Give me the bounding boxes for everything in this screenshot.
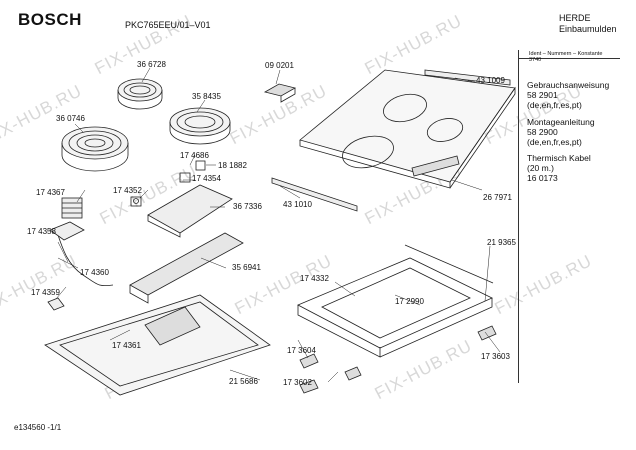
glass-ceramic-top (299, 69, 516, 189)
doc-entry: Montageanleitung 58 2900 (de,en,fr,es,pt… (527, 117, 595, 147)
part-label: 17 4686 (180, 151, 209, 160)
part-label: 35 8435 (192, 92, 221, 101)
doc-entry: Thermisch Kabel (20 m.) 16 0173 (527, 153, 591, 183)
category: HERDE Einbaumulden (559, 13, 617, 35)
part-label: 09 0201 (265, 61, 294, 70)
part-label: 26 7971 (483, 193, 512, 202)
bracket (299, 353, 319, 369)
mounting-frame (297, 244, 494, 358)
base-tray (44, 294, 271, 396)
clip-part (47, 297, 65, 311)
part-label: 17 4360 (80, 268, 109, 277)
part-label: 43 1009 (476, 76, 505, 85)
bracket (299, 379, 319, 394)
connector-part (263, 83, 297, 97)
part-label: 17 4361 (112, 341, 141, 350)
part-label: 17 4359 (31, 288, 60, 297)
category-line: Einbaumulden (559, 24, 617, 34)
part-label: 17 4352 (113, 186, 142, 195)
part-label: 21 9365 (487, 238, 516, 247)
heating-element-oval (169, 107, 231, 145)
part-label: 17 4332 (300, 274, 329, 283)
doc-number: 58 2900 (527, 127, 558, 137)
part-label: 36 6728 (137, 60, 166, 69)
part-label: 18 1882 (218, 161, 247, 170)
doc-entry: Gebrauchsanweisung 58 2901 (de,en,fr,es,… (527, 80, 609, 110)
part-label: 36 7336 (233, 202, 262, 211)
doc-langs: (de,en,fr,es,pt) (527, 137, 582, 147)
brand-logo: BOSCH (18, 10, 82, 29)
ident-value: 3740 (529, 57, 542, 63)
electronics-housing (129, 232, 244, 304)
part-label: 17 3604 (287, 346, 316, 355)
ident-title: Ident – Nummern – Konstante (529, 51, 603, 57)
trim-strip (271, 177, 358, 212)
part-label: 17 4358 (27, 227, 56, 236)
divider (518, 50, 519, 383)
part-label: 21 5686 (229, 377, 258, 386)
doc-number: (20 m.) (527, 163, 554, 173)
model-number: PKC765EEU/01–V01 (125, 20, 211, 30)
part-label: 17 3602 (283, 378, 312, 387)
bracket (477, 325, 497, 341)
ident-label: Ident – Nummern – Konstante 3740 (529, 51, 602, 63)
part-label: 35 6941 (232, 263, 261, 272)
doc-number: 58 2901 (527, 90, 558, 100)
category-line: HERDE (559, 13, 591, 23)
divider (518, 58, 620, 59)
small-part (195, 160, 206, 171)
doc-title: Gebrauchsanweisung (527, 80, 610, 90)
document-code: e134560 -1/1 (14, 423, 62, 432)
trim-strip (424, 69, 511, 86)
doc-title: Montageanleitung (527, 117, 595, 127)
heating-element-large (61, 126, 129, 172)
small-part (130, 196, 142, 207)
part-label: 17 2990 (395, 297, 424, 306)
doc-title: Thermisch Kabel (527, 153, 591, 163)
part-label: 17 4367 (36, 188, 65, 197)
wiring (57, 234, 114, 287)
bracket (344, 366, 362, 381)
doc-langs: 16 0173 (527, 173, 558, 183)
part-label: 17 4354 (192, 174, 221, 183)
control-board (147, 184, 233, 234)
heating-element-small (117, 78, 163, 110)
part-label: 43 1010 (283, 200, 312, 209)
doc-langs: (de,en,fr,es,pt) (527, 100, 582, 110)
part-label: 36 0746 (56, 114, 85, 123)
small-part (179, 172, 191, 183)
terminal-block (61, 197, 83, 219)
part-label: 17 3603 (481, 352, 510, 361)
